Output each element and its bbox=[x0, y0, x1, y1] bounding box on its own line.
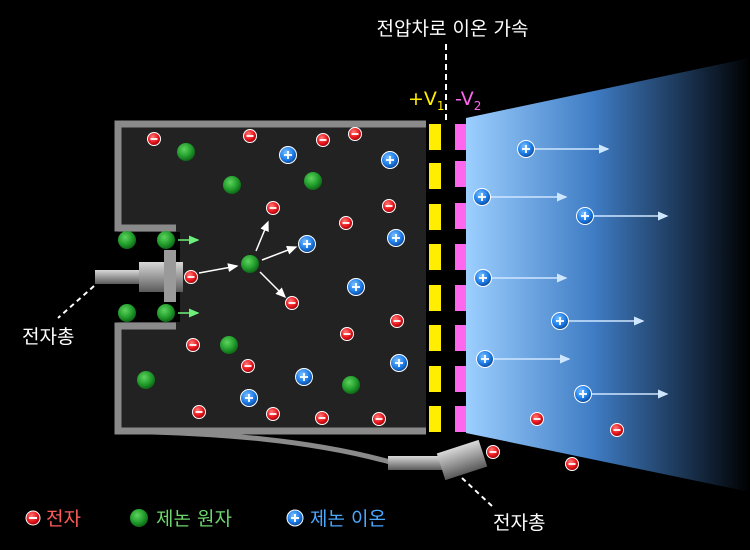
v1-sub: 1 bbox=[436, 98, 445, 113]
grid-minus-segment bbox=[455, 124, 466, 150]
chamber-wall-lower bbox=[114, 322, 426, 435]
legend-ion-icon bbox=[286, 509, 304, 527]
electron-icon bbox=[382, 199, 396, 213]
legend-atom-label: 제논 원자 bbox=[156, 508, 232, 530]
electron-icon bbox=[610, 423, 624, 437]
xenon-ion-icon bbox=[473, 188, 491, 206]
electron-icon bbox=[186, 338, 200, 352]
grid-v1-label: +V1 bbox=[408, 88, 445, 113]
grid-minus-segment bbox=[455, 325, 466, 351]
xenon-atom-icon bbox=[177, 143, 195, 161]
xenon-atom-icon bbox=[118, 304, 136, 322]
electron-icon bbox=[339, 216, 353, 230]
legend-electron-icon bbox=[25, 510, 41, 526]
electron-icon bbox=[530, 412, 544, 426]
xenon-ion-icon bbox=[240, 389, 258, 407]
grid-plus-segment bbox=[429, 244, 441, 270]
electron-icon bbox=[316, 133, 330, 147]
grid-minus-segment bbox=[455, 203, 466, 229]
electron-icon bbox=[192, 405, 206, 419]
cathode-barrel bbox=[95, 270, 145, 284]
xenon-ion-icon bbox=[474, 269, 492, 287]
collision-arrow bbox=[261, 246, 298, 261]
xenon-atom-icon bbox=[304, 172, 322, 190]
grid-positive-v1 bbox=[429, 124, 441, 432]
grid-minus-segment bbox=[455, 244, 466, 270]
electron-icon bbox=[315, 411, 329, 425]
cathode-mount bbox=[164, 250, 176, 302]
electron-gun-label-left: 전자총 bbox=[22, 326, 75, 348]
grid-plus-segment bbox=[429, 366, 441, 392]
neutralizer-barrel bbox=[388, 456, 446, 470]
xenon-atom-icon bbox=[241, 255, 259, 273]
collision-arrow bbox=[255, 220, 269, 252]
cathode-body bbox=[139, 262, 183, 292]
neutralizer-tube bbox=[117, 428, 391, 465]
xenon-ion-icon bbox=[517, 140, 535, 158]
electron-icon bbox=[266, 201, 280, 215]
xenon-ion-icon bbox=[576, 207, 594, 225]
electron-icon bbox=[565, 457, 579, 471]
v2-sub: 2 bbox=[473, 98, 482, 113]
electron-gun-label-bottom: 전자총 bbox=[493, 512, 546, 534]
electron-icon bbox=[372, 412, 386, 426]
collision-arrow bbox=[198, 263, 239, 274]
chamber-wall bbox=[114, 120, 426, 232]
v2-sign: -V bbox=[455, 88, 474, 110]
electron-icon bbox=[147, 132, 161, 146]
xenon-atom-icon bbox=[157, 304, 175, 322]
collision-arrow bbox=[259, 271, 287, 299]
xenon-atom-icon bbox=[220, 336, 238, 354]
electron-icon bbox=[390, 314, 404, 328]
xenon-ion-icon bbox=[390, 354, 408, 372]
xenon-ion-icon bbox=[476, 350, 494, 368]
ion-plume bbox=[466, 58, 750, 492]
electron-icon bbox=[486, 445, 500, 459]
grid-plus-segment bbox=[429, 406, 441, 432]
ion-beam-arrows bbox=[491, 144, 669, 399]
xenon-ion-icon bbox=[298, 235, 316, 253]
grid-v2-label: -V2 bbox=[455, 88, 481, 113]
grid-minus-segment bbox=[455, 366, 466, 392]
grid-minus-segment bbox=[455, 406, 466, 432]
grid-plus-segment bbox=[429, 325, 441, 351]
legend-electron-label: 전자 bbox=[46, 508, 81, 530]
grid-plus-segment bbox=[429, 204, 441, 230]
xenon-atom-icon bbox=[157, 231, 175, 249]
gun-bottom-pointer bbox=[461, 477, 493, 507]
grid-plus-segment bbox=[429, 124, 441, 150]
legend-atom-icon bbox=[130, 509, 148, 527]
electron-icon bbox=[243, 129, 257, 143]
grid-plus-segment bbox=[429, 285, 441, 311]
xenon-atom-icon bbox=[223, 176, 241, 194]
electron-icon bbox=[340, 327, 354, 341]
electron-icon bbox=[285, 296, 299, 310]
electron-icon bbox=[241, 359, 255, 373]
gun-left-pointer bbox=[57, 285, 95, 319]
xenon-atom-icon bbox=[137, 371, 155, 389]
xenon-ion-icon bbox=[381, 151, 399, 169]
grid-minus-segment bbox=[455, 161, 466, 187]
v1-sign: +V bbox=[408, 88, 437, 110]
electron-icon bbox=[184, 270, 198, 284]
xenon-ion-icon bbox=[295, 368, 313, 386]
electron-icon bbox=[348, 127, 362, 141]
xenon-atom-icon bbox=[342, 376, 360, 394]
electron-icon bbox=[266, 407, 280, 421]
xenon-ion-icon bbox=[551, 312, 569, 330]
xenon-ion-icon bbox=[279, 146, 297, 164]
neutralizer-gun bbox=[436, 439, 488, 481]
legend-ion-label: 제논 이온 bbox=[310, 508, 386, 530]
grid-negative-v2 bbox=[455, 124, 466, 432]
xenon-ion-icon bbox=[347, 278, 365, 296]
diagram-title: 전압차로 이온 가속 bbox=[376, 18, 529, 40]
grid-minus-segment bbox=[455, 285, 466, 311]
xenon-ion-icon bbox=[574, 385, 592, 403]
particles bbox=[118, 127, 624, 471]
xenon-ion-icon bbox=[387, 229, 405, 247]
grid-plus-segment bbox=[429, 163, 441, 189]
xenon-atom-icon bbox=[118, 231, 136, 249]
